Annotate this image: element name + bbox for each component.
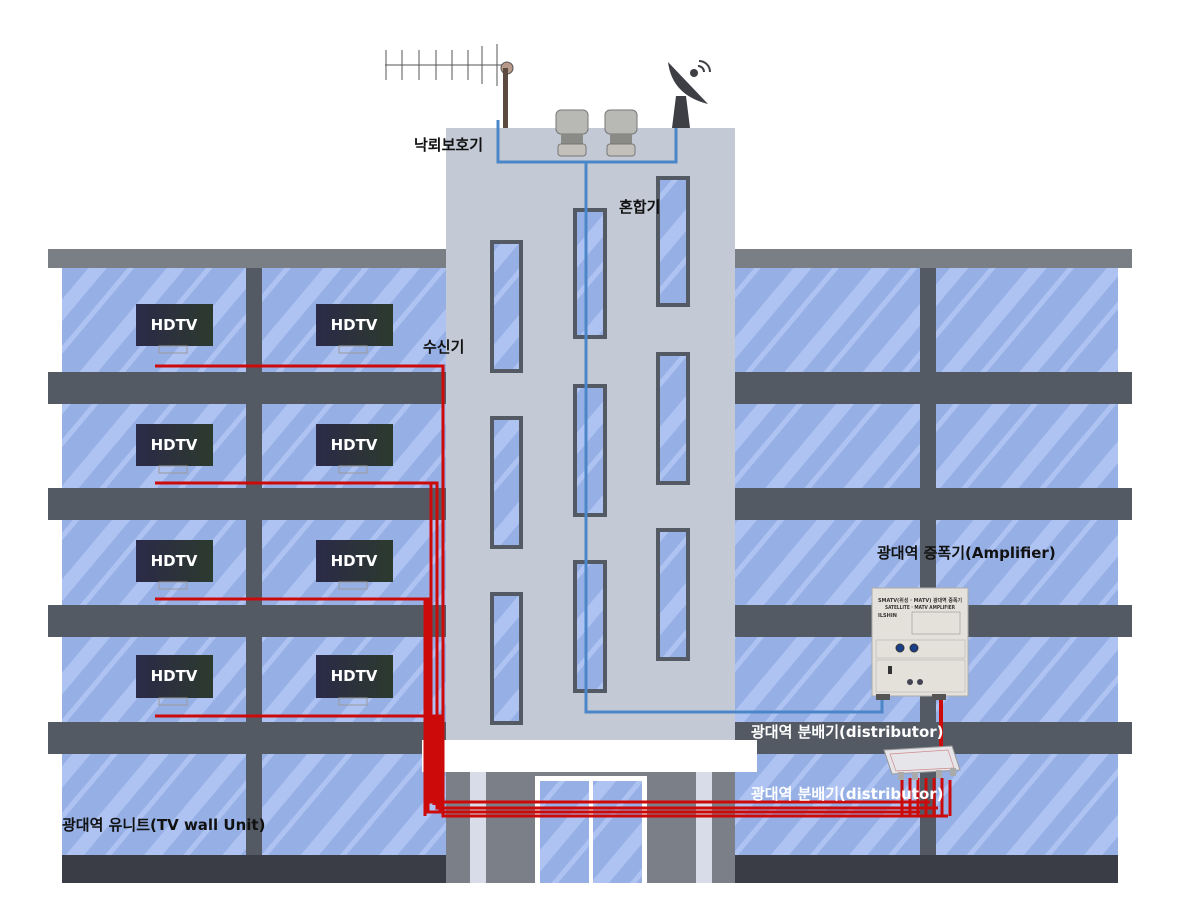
label-receiver: 수신기 [423, 338, 464, 356]
tv-label: HDTV [151, 436, 198, 454]
amplifier-title: SMATV(위성 · MATV) 광대역 증폭기 [878, 597, 962, 604]
amplifier-device: SMATV(위성 · MATV) 광대역 증폭기 SATELLITE · MAT… [871, 587, 969, 700]
tv-unit: HDTV [316, 540, 393, 590]
label-tv-wall-unit: 광대역 유니트(TV wall Unit) [62, 816, 265, 834]
label-distributor-secondary: 광대역 분배기(distributor) [751, 785, 944, 803]
label-lightning-protector: 낙뢰보호기 [414, 136, 483, 154]
tv-label: HDTV [331, 667, 378, 685]
label-mixer: 혼합기 [619, 198, 660, 216]
signal-cable-blue [496, 120, 884, 714]
tv-unit: HDTV [136, 304, 213, 354]
center-tower [422, 128, 757, 883]
tv-label: HDTV [151, 667, 198, 685]
tv-label: HDTV [331, 316, 378, 334]
tv-label: HDTV [331, 436, 378, 454]
tv-unit: HDTV [316, 655, 393, 706]
tv-label: HDTV [151, 552, 198, 570]
lightning-protector-icon [555, 109, 638, 157]
amplifier-brand: ILSHIN [878, 613, 897, 619]
satellite-dish-icon [668, 60, 711, 128]
tv-unit: HDTV [136, 655, 213, 706]
label-amplifier: 광대역 증폭기(Amplifier) [877, 544, 1056, 562]
label-distributor: 광대역 분배기(distributor) [751, 723, 944, 741]
tv-label: HDTV [151, 316, 198, 334]
tv-label: HDTV [331, 552, 378, 570]
tv-unit: HDTV [136, 424, 213, 474]
coax-cable-red [155, 364, 952, 818]
tv-unit: HDTV [316, 424, 393, 474]
amplifier-subtitle: SATELLITE · MATV AMPLIFIER [885, 605, 955, 611]
distributor-device [883, 745, 961, 780]
tv-grid: HDTV HDTV HDTV HDTV HDTV HDTV HDTV HDTV [136, 304, 393, 706]
tv-unit: HDTV [316, 304, 393, 354]
yagi-antenna-icon [385, 44, 514, 128]
tv-unit: HDTV [136, 540, 213, 590]
